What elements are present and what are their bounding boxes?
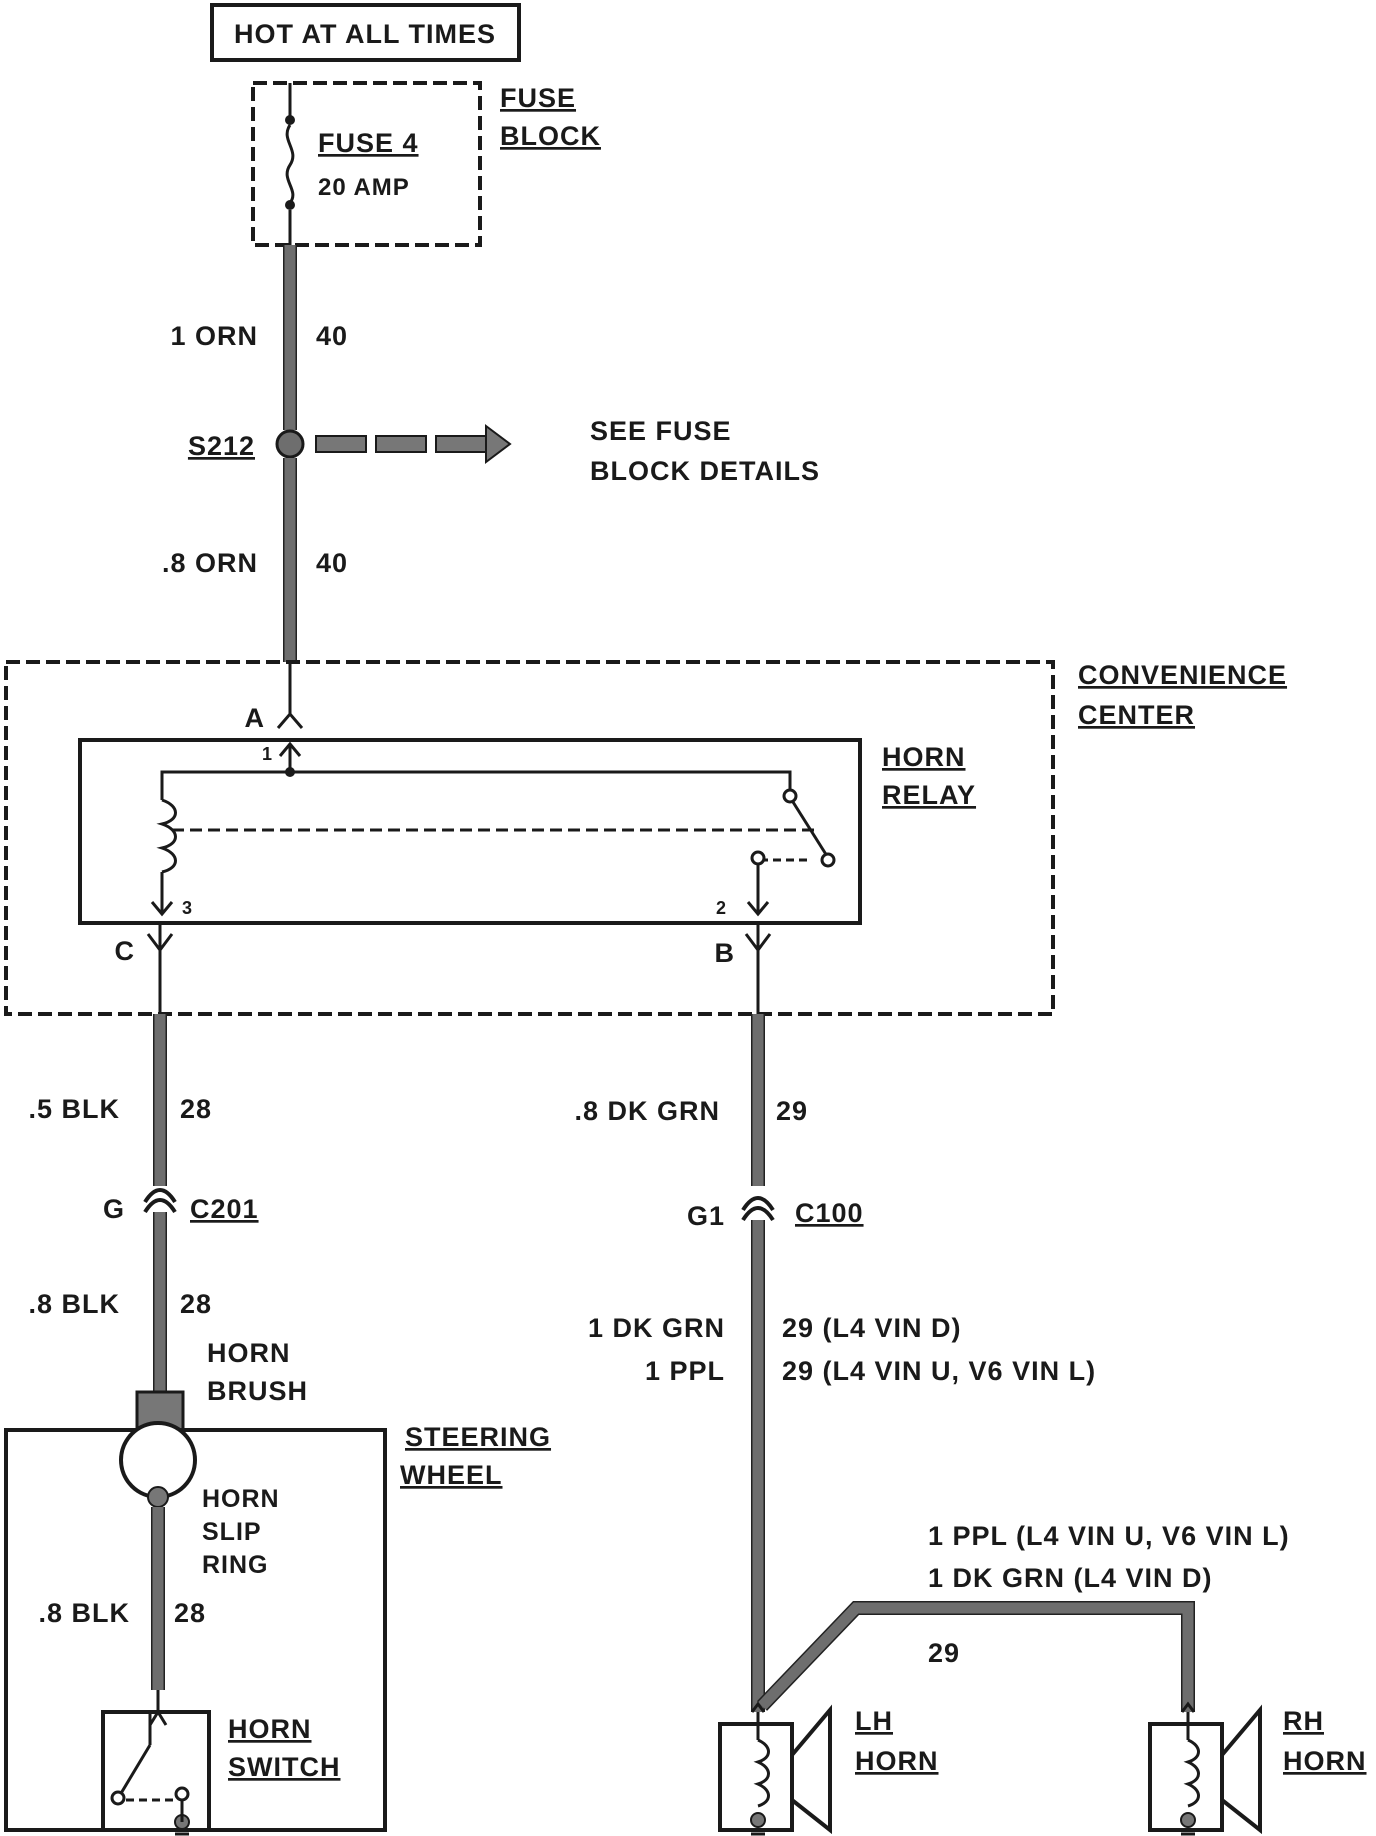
- horn-brush-label-2: BRUSH: [207, 1376, 308, 1406]
- lh-horn-icon: [718, 1701, 832, 1836]
- relay-coil-feed: [160, 770, 290, 800]
- horn-brush-label-1: HORN: [207, 1338, 291, 1368]
- horn-switch-contact: [174, 1786, 190, 1802]
- wire-29-rh-branch: [758, 1602, 1194, 1712]
- wire-29-rh-branch-edge: [756, 1601, 1195, 1712]
- wire-top-gauge: 1 ORN: [170, 321, 258, 351]
- horn-switch-title-1: HORN: [228, 1714, 312, 1744]
- horn-relay-title-1: HORN: [882, 742, 966, 772]
- horn-switch-pivot: [110, 1790, 126, 1806]
- terminal-b-label: B: [715, 938, 736, 968]
- lh-horn-title-1: LH: [855, 1706, 893, 1736]
- wire-mid-circuit: 40: [316, 548, 348, 578]
- lh-horn-title-2: HORN: [855, 1746, 939, 1776]
- horn-slip-ring: [119, 1421, 197, 1499]
- steering-wheel-title-2: WHEEL: [400, 1460, 503, 1490]
- terminal-a-label: A: [245, 703, 266, 733]
- power-label: HOT AT ALL TIMES: [234, 19, 496, 49]
- fuse-block-title-2: BLOCK: [500, 121, 601, 151]
- terminal-c-label: C: [115, 936, 136, 966]
- fuse-terminal-bottom: [285, 200, 295, 210]
- fuse-element-icon: [285, 124, 295, 204]
- right-wire2a-gauge: 1 DK GRN: [588, 1313, 725, 1343]
- horn-switch-ground-icon: [170, 1828, 194, 1836]
- horn-switch-title-2: SWITCH: [228, 1752, 340, 1782]
- right-wire1-circuit: 29: [776, 1096, 808, 1126]
- fuse-block-box: [251, 81, 482, 247]
- c201-pin: G: [103, 1194, 125, 1224]
- relay-pin2-arrow-icon: [746, 901, 770, 917]
- relay-contact-tip: [820, 852, 836, 868]
- power-source-box: [210, 3, 521, 62]
- fuse-block-title-1: FUSE: [500, 83, 576, 113]
- right-wire2a-circuit: 29 (L4 VIN D): [782, 1313, 962, 1343]
- left-wire2-circuit: 28: [180, 1289, 212, 1319]
- right-wire1-gauge: .8 DK GRN: [574, 1096, 720, 1126]
- rh-wire-circuit: 29: [928, 1638, 960, 1668]
- relay-coil-icon: [156, 798, 177, 874]
- splice-ref-2: BLOCK DETAILS: [590, 456, 820, 486]
- fuse-rating: 20 AMP: [318, 174, 410, 201]
- left-wire3-circuit: 28: [174, 1598, 206, 1628]
- relay-contact-pivot: [782, 788, 798, 804]
- left-wire2-gauge: .8 BLK: [28, 1289, 120, 1319]
- slip-ring-label-2: SLIP: [202, 1518, 262, 1546]
- horn-switch-arm: [118, 1744, 152, 1796]
- right-wire2b-gauge: 1 PPL: [645, 1356, 725, 1386]
- left-wire1-circuit: 28: [180, 1094, 212, 1124]
- slip-ring-label-3: RING: [202, 1551, 269, 1579]
- convenience-center-box: [4, 660, 1055, 1016]
- c100-connector-icon: [741, 1196, 775, 1222]
- relay-pin-1: 1: [262, 744, 272, 764]
- relay-contact-fixed: [750, 850, 766, 866]
- splice-ref-1: SEE FUSE: [590, 416, 732, 446]
- slip-ring-contact: [147, 1486, 169, 1508]
- rh-wire-label-2: 1 DK GRN (L4 VIN D): [928, 1563, 1213, 1593]
- terminal-a-connector-icon: [276, 711, 304, 729]
- rh-wire-label-1: 1 PPL (L4 VIN U, V6 VIN L): [928, 1521, 1290, 1551]
- rh-horn-title-1: RH: [1283, 1706, 1324, 1736]
- relay-pin3-arrow-icon: [150, 901, 174, 917]
- rh-horn-icon: [1148, 1701, 1262, 1836]
- splice-reference-arrow: [315, 424, 512, 464]
- left-wire1-gauge: .5 BLK: [28, 1094, 120, 1124]
- relay-pin-2: 2: [716, 898, 726, 918]
- horn-relay-title-2: RELAY: [882, 780, 976, 810]
- wire-top-circuit: 40: [316, 321, 348, 351]
- horn-switch-box: [101, 1710, 211, 1832]
- right-wire2b-circuit: 29 (L4 VIN U, V6 VIN L): [782, 1356, 1096, 1386]
- relay-pin-3: 3: [182, 898, 192, 918]
- c100-id: C100: [795, 1198, 864, 1228]
- splice-id: S212: [188, 431, 255, 461]
- relay-contact-feed: [290, 770, 792, 792]
- left-wire3-gauge: .8 BLK: [38, 1598, 130, 1628]
- convenience-center-title-2: CENTER: [1078, 700, 1195, 730]
- fuse-name: FUSE 4: [318, 128, 419, 158]
- slip-ring-label-1: HORN: [202, 1485, 280, 1513]
- steering-wheel-title-1: STEERING: [405, 1422, 551, 1452]
- wire-mid-gauge: .8 ORN: [162, 548, 258, 578]
- horn-relay-box: [78, 738, 862, 925]
- c201-id: C201: [190, 1194, 259, 1224]
- fuse-terminal-top: [285, 115, 295, 125]
- splice-s212-node: [275, 429, 305, 459]
- convenience-center-title-1: CONVENIENCE: [1078, 660, 1287, 690]
- c201-connector-icon: [143, 1188, 177, 1214]
- rh-horn-title-2: HORN: [1283, 1746, 1367, 1776]
- c100-pin: G1: [687, 1201, 725, 1231]
